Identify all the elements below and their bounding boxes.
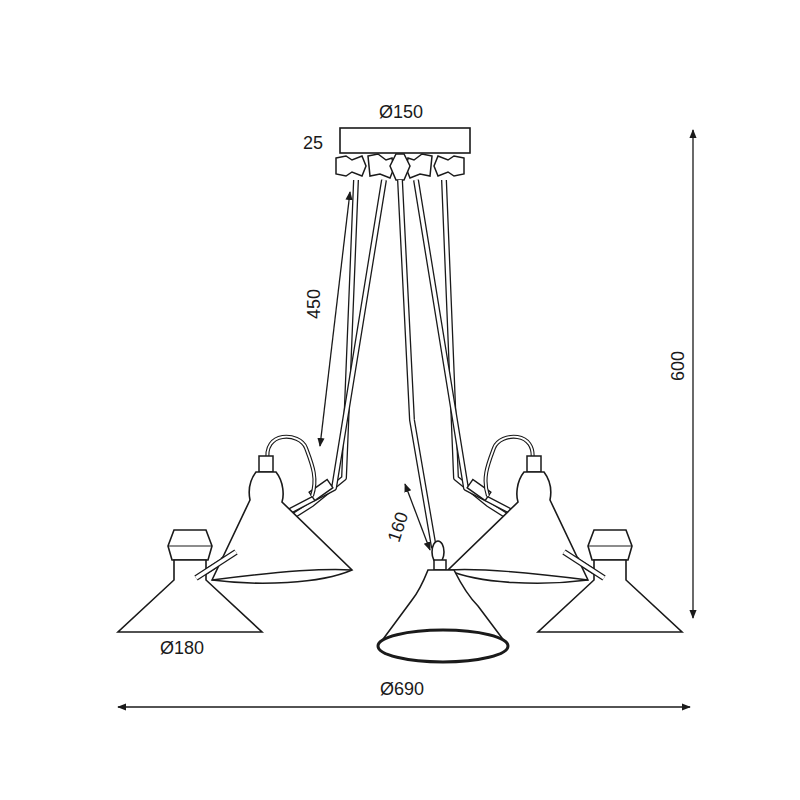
lamp-arm bbox=[400, 180, 434, 548]
dimension-label: Ø690 bbox=[380, 680, 424, 698]
dimension-label: 600 bbox=[669, 351, 687, 381]
lamp-left-half bbox=[118, 154, 394, 632]
dimension-line bbox=[320, 192, 350, 446]
arm-knob bbox=[390, 154, 410, 180]
dimension-label: Ø180 bbox=[160, 639, 204, 657]
lamp-right-half bbox=[406, 154, 682, 632]
dimension-label: 450 bbox=[305, 289, 323, 319]
shade-rim bbox=[378, 630, 508, 662]
dimension-label: 25 bbox=[303, 134, 323, 152]
lamp-arm bbox=[400, 180, 434, 548]
dimension-label: Ø150 bbox=[379, 103, 423, 121]
lamp-socket bbox=[434, 560, 446, 570]
lamp-shade bbox=[378, 570, 508, 662]
dimension-label: 160 bbox=[385, 510, 411, 544]
ceiling-canopy bbox=[340, 128, 470, 153]
dimension-line bbox=[118, 706, 690, 707]
dimension-line bbox=[692, 130, 693, 618]
